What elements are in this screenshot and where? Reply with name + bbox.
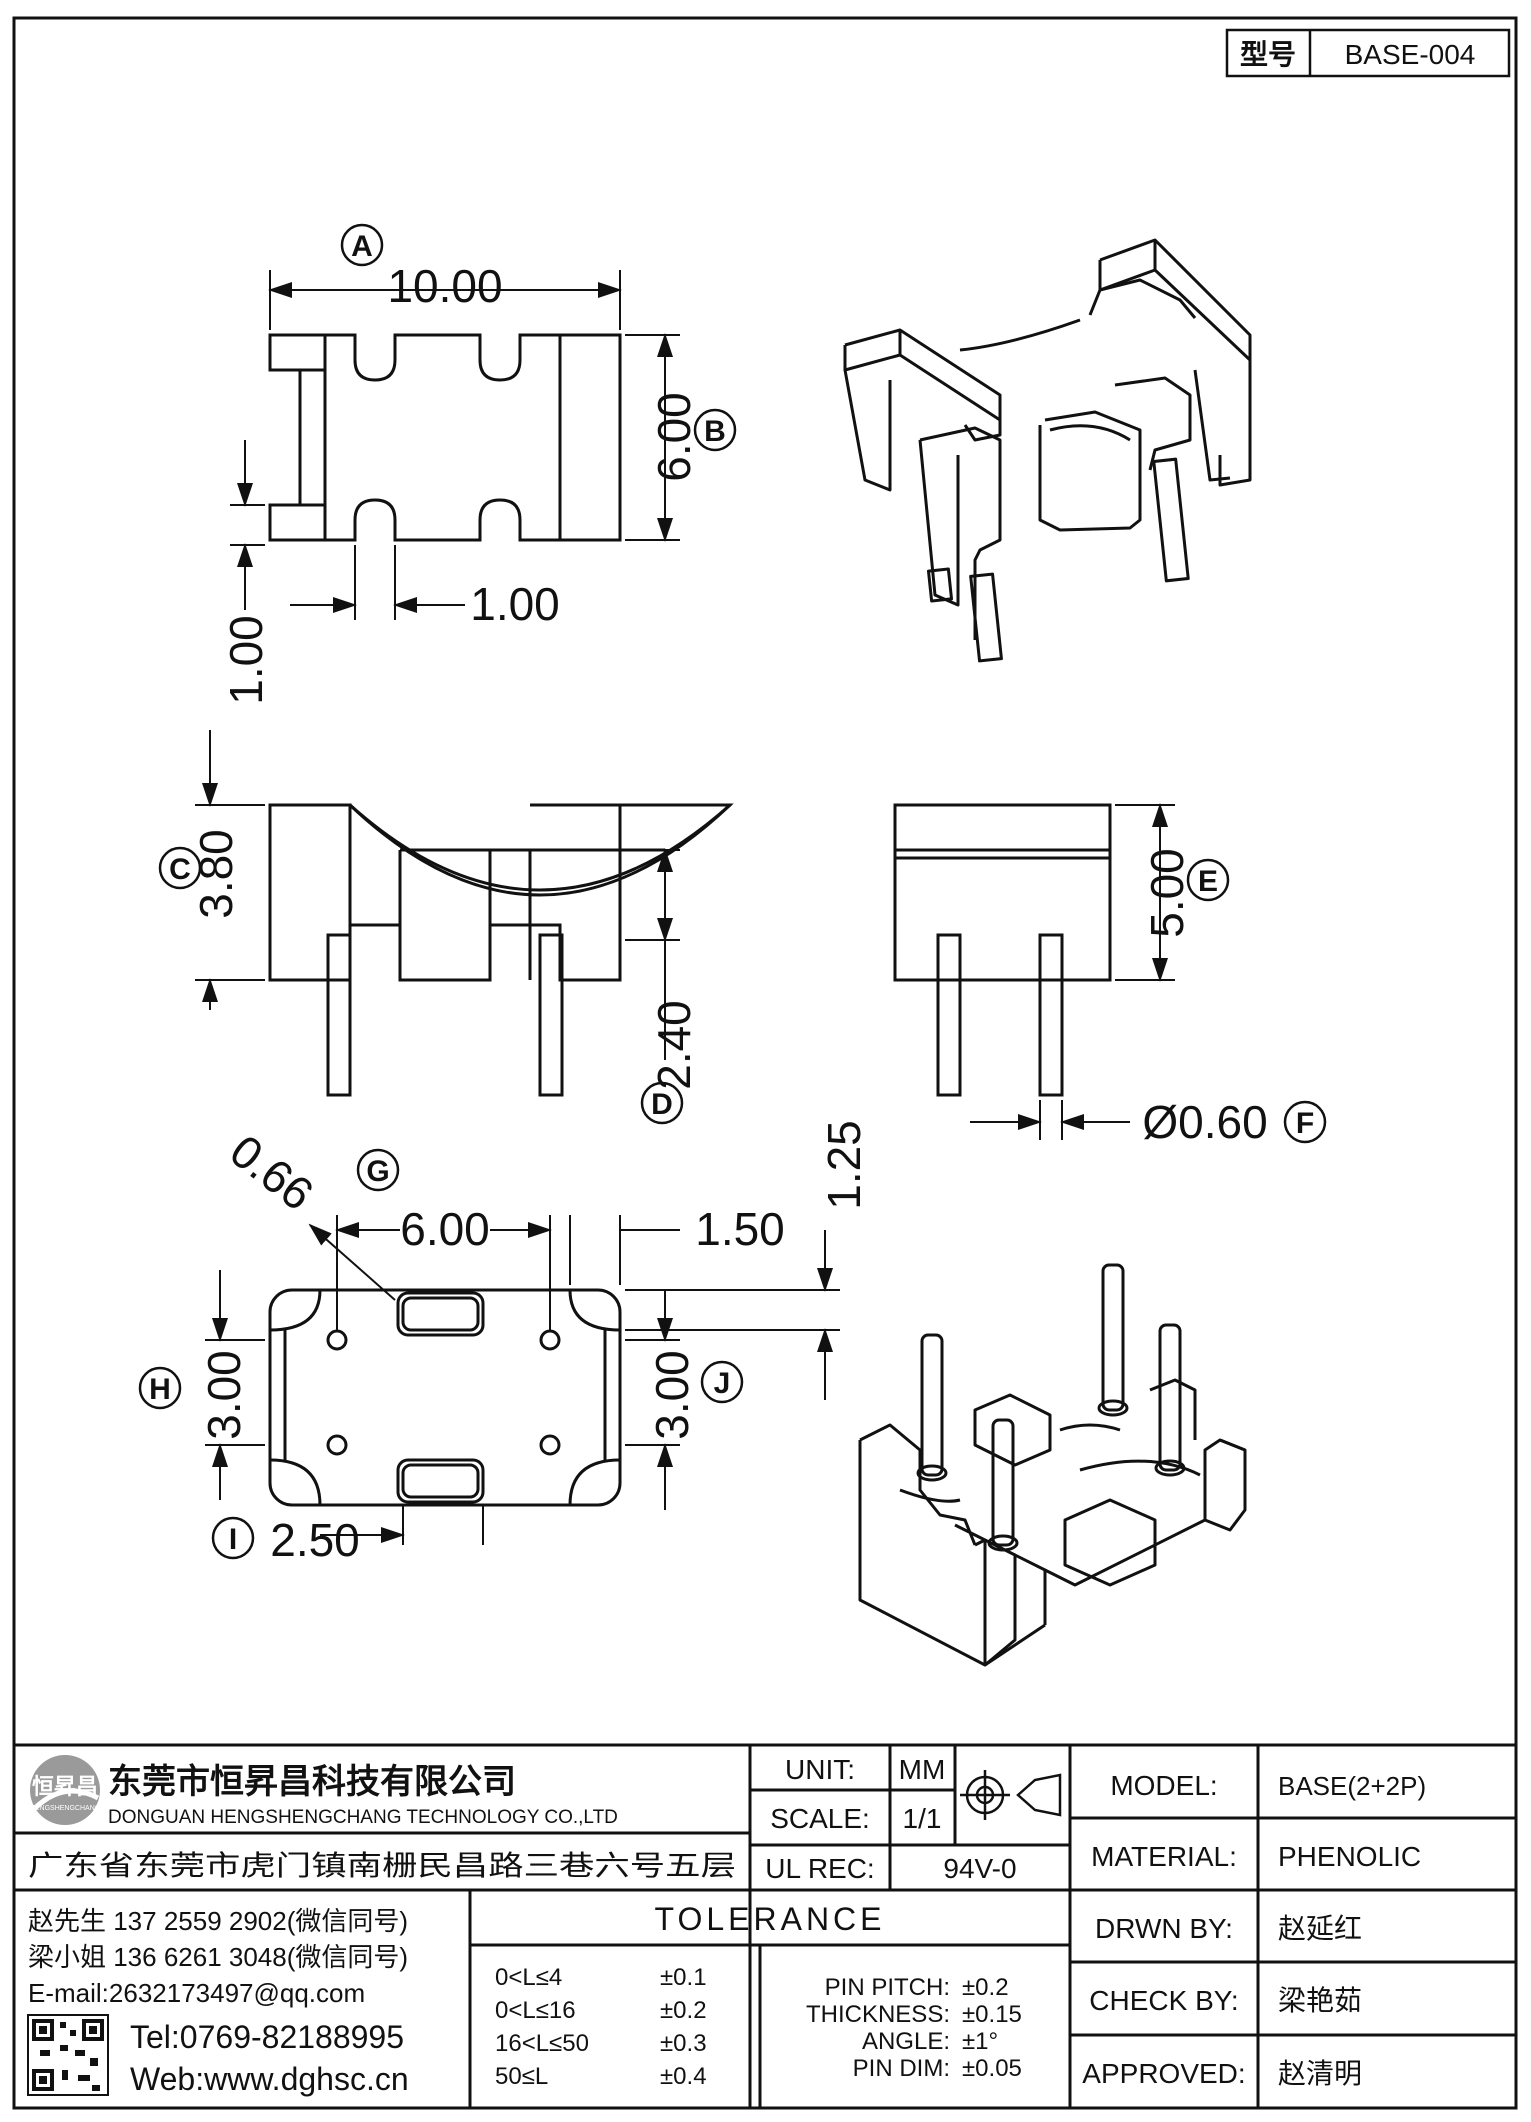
dim-slot-depth: 1.00	[220, 615, 272, 705]
bottom-view	[268, 1288, 622, 1507]
dim-b-value: 6.00	[648, 392, 700, 482]
top-view-dimensions	[230, 270, 680, 620]
model-number-box: 型号 BASE-004	[1225, 28, 1511, 78]
info-label-drawn-by: DRWN BY:	[1095, 1913, 1233, 1944]
dim-edge-y-value: 1.25	[818, 1120, 870, 1210]
dim-a-value: 10.00	[387, 260, 502, 312]
company-name-en: DONGUAN HENGSHENGCHANG TECHNOLOGY CO.,LT…	[108, 1807, 618, 1828]
dim-i-tag: I	[229, 1523, 237, 1556]
front-view	[268, 803, 734, 1097]
tolerance-value: ±0.4	[660, 2063, 707, 2090]
tolerance-title: TOLERANCE	[654, 1901, 885, 1937]
dim-edge-x-value: 1.50	[695, 1203, 785, 1255]
unit-value: MM	[899, 1754, 946, 1785]
info-label-check-by: CHECK BY:	[1089, 1985, 1238, 2016]
logo-sub: HENGSHENGCHANG	[30, 1805, 100, 1812]
ul-value: 94V-0	[943, 1853, 1016, 1884]
info-value-check-by: 梁艳茹	[1278, 1985, 1362, 2016]
tolerance-range: 16<L≤50	[495, 2030, 589, 2057]
dim-d-value: 2.40	[648, 1000, 700, 1090]
dim-h-value: 3.00	[198, 1350, 250, 1440]
dim-e-value: 5.00	[1141, 848, 1193, 938]
tolerance-misc: PIN PITCH: ±0.2 THICKNESS: ±0.15 ANGLE: …	[806, 1974, 1022, 2082]
qr-code-icon	[27, 2014, 109, 2096]
dim-e-tag: E	[1198, 865, 1218, 898]
info-label-material: MATERIAL:	[1091, 1841, 1237, 1872]
dim-j-tag: J	[714, 1367, 731, 1400]
info-value-approved: 赵清明	[1278, 2058, 1362, 2089]
dim-h-tag: H	[149, 1373, 171, 1406]
projection-symbol-icon	[960, 1770, 1062, 1820]
company-name-cn: 东莞市恒昇昌科技有限公司	[108, 1762, 516, 1801]
tolerance-range: 0<L≤16	[495, 1997, 576, 2024]
sheet-border	[12, 16, 1518, 2110]
model-box-value: BASE-004	[1345, 39, 1476, 70]
dim-a-tag: A	[351, 230, 373, 263]
scale-value: 1/1	[903, 1803, 942, 1834]
isometric-view-top	[843, 238, 1252, 663]
contact-2: 梁小姐 136 6261 3048(微信同号)	[28, 1942, 408, 1972]
front-view-dimensions	[195, 730, 680, 1060]
tolerance-range: 0<L≤4	[495, 1964, 562, 1991]
tolerance-misc-label: ANGLE:	[862, 2028, 950, 2055]
tolerance-value: ±0.2	[660, 1997, 707, 2024]
isometric-view-bottom	[858, 1263, 1247, 1667]
contact-tel: Tel:0769-82188995	[130, 2019, 404, 2055]
dim-c-value: 3.80	[190, 829, 242, 919]
info-label-approved: APPROVED:	[1082, 2058, 1245, 2089]
info-value-material: PHENOLIC	[1278, 1841, 1421, 1872]
tolerance-value: ±0.3	[660, 2030, 707, 2057]
model-box-label: 型号	[1240, 39, 1296, 70]
tolerance-misc-value: ±0.05	[962, 2055, 1022, 2082]
dim-hole-value: 0.66	[221, 1124, 324, 1220]
tolerance-misc-label: PIN DIM:	[853, 2055, 950, 2082]
logo-text: 恒昇昌	[32, 1774, 98, 1799]
unit-label: UNIT:	[785, 1754, 855, 1785]
dim-f-tag: F	[1296, 1107, 1314, 1140]
side-view-dimensions	[970, 803, 1175, 1140]
ul-label: UL REC:	[765, 1853, 874, 1884]
tolerance-range: 50≤L	[495, 2063, 548, 2090]
tolerance-misc-label: PIN PITCH:	[825, 1974, 950, 2001]
contact-email: E-mail:2632173497@qq.com	[28, 1978, 365, 2008]
dim-g-value: 6.00	[400, 1203, 490, 1255]
bottom-view-dimensions	[205, 1215, 840, 1545]
contact-1: 赵先生 137 2559 2902(微信同号)	[28, 1906, 408, 1936]
scale-label: SCALE:	[770, 1803, 870, 1834]
tolerance-misc-value: ±1°	[962, 2028, 998, 2055]
title-block	[14, 1743, 1516, 2108]
dim-g-tag: G	[366, 1155, 389, 1188]
dim-b-tag: B	[704, 415, 726, 448]
company-logo: 恒昇昌 HENGSHENGCHANG	[30, 1755, 100, 1825]
info-value-model: BASE(2+2P)	[1278, 1771, 1426, 1801]
dim-d-tag: D	[651, 1088, 673, 1121]
side-view	[893, 803, 1112, 1097]
dim-i-value: 2.50	[270, 1514, 360, 1566]
contact-web: Web:www.dghsc.cn	[130, 2061, 409, 2097]
dim-c-tag: C	[169, 853, 191, 886]
tolerance-misc-value: ±0.2	[962, 1974, 1009, 2001]
dim-j-value: 3.00	[646, 1350, 698, 1440]
info-label-model: MODEL:	[1110, 1770, 1217, 1801]
tolerance-misc-value: ±0.15	[962, 2001, 1022, 2028]
company-address: 广东省东莞市虎门镇南栅民昌路三巷六号五层	[28, 1850, 736, 1881]
top-view	[268, 333, 622, 542]
tolerance-ranges: 0<L≤4 ±0.1 0<L≤16 ±0.2 16<L≤50 ±0.3 50≤L…	[495, 1964, 707, 2090]
info-value-drawn-by: 赵延红	[1278, 1913, 1362, 1944]
dim-f-value: Ø0.60	[1142, 1096, 1267, 1148]
tolerance-value: ±0.1	[660, 1964, 707, 1991]
dim-slot-width: 1.00	[470, 578, 560, 630]
tolerance-misc-label: THICKNESS:	[806, 2001, 950, 2028]
